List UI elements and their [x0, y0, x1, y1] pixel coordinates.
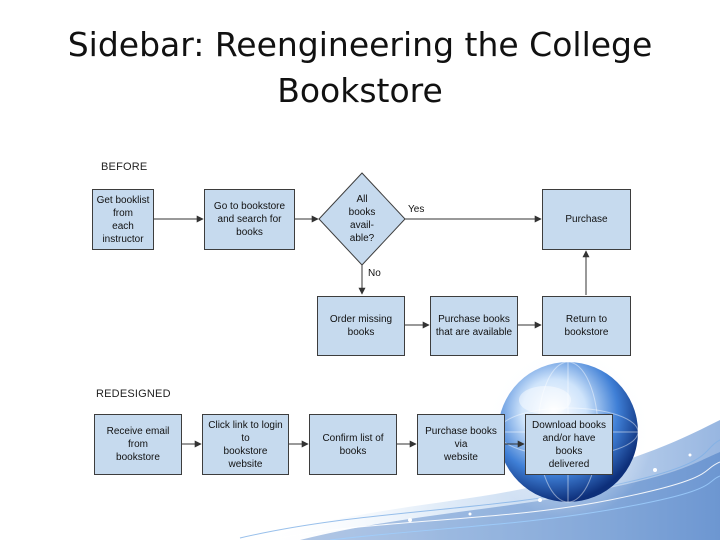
purchase-box: Purchase: [542, 189, 631, 250]
receive-email-box: Receive email from bookstore: [94, 414, 182, 475]
purchase-available-line-1: Purchase books: [438, 314, 510, 325]
receive-email-line-2: bookstore: [116, 452, 160, 463]
slide-title: Sidebar: Reengineering the College Books…: [0, 22, 720, 114]
order-missing-line-2: books: [347, 327, 375, 338]
return-to-bookstore-line-2: bookstore: [564, 327, 609, 338]
click-link-box: Click link to login to bookstore website: [202, 414, 289, 475]
return-to-bookstore-line-1: Return to: [565, 314, 608, 325]
redesigned-label: REDESIGNED: [96, 388, 171, 400]
decision-line-4: able?: [349, 233, 375, 244]
go-to-bookstore-box: Go to bookstore and search for books: [204, 189, 295, 250]
confirm-list-box: Confirm list of books: [309, 414, 397, 475]
go-to-bookstore-line-3: books: [236, 227, 263, 238]
slide-title-line-2: Bookstore: [277, 71, 443, 110]
go-to-bookstore-line-1: Go to bookstore: [213, 201, 286, 212]
no-label: No: [368, 268, 381, 279]
purchase-available-line-2: that are available: [435, 327, 513, 338]
click-link-line-2: bookstore website: [223, 445, 268, 470]
get-booklist-line-1: Get booklist from: [96, 194, 150, 219]
get-booklist-box: Get booklist from each instructor: [92, 189, 154, 250]
decision-line-3: avail-: [350, 220, 374, 231]
purchase-via-website-line-2: website: [444, 452, 478, 463]
yes-label: Yes: [408, 204, 425, 215]
download-books-line-3: delivered: [548, 458, 590, 470]
slide-title-line-1: Sidebar: Reengineering the College: [67, 25, 653, 64]
order-missing-line-1: Order missing: [329, 314, 393, 325]
decision-text: All books avail- able?: [337, 193, 387, 245]
get-booklist-line-2: each instructor: [102, 220, 144, 245]
confirm-list-line-1: Confirm list of: [322, 432, 384, 444]
purchase-via-website-line-1: Purchase books via: [425, 426, 497, 450]
confirm-list-line-2: books: [339, 445, 367, 457]
receive-email-line-1: Receive email from: [106, 426, 170, 450]
download-books-box: Download books and/or have books deliver…: [525, 414, 613, 475]
go-to-bookstore-line-2: and search for: [217, 214, 282, 225]
purchase-label: Purchase: [565, 214, 608, 225]
decision-line-2: books: [348, 207, 376, 218]
download-books-line-1: Download books: [532, 419, 606, 431]
purchase-available-box: Purchase books that are available: [430, 296, 518, 356]
purchase-via-website-box: Purchase books via website: [417, 414, 505, 475]
click-link-line-1: Click link to login to: [208, 419, 283, 444]
order-missing-box: Order missing books: [317, 296, 405, 356]
return-to-bookstore-box: Return to bookstore: [542, 296, 631, 356]
decision-line-1: All: [356, 194, 368, 205]
before-label: BEFORE: [101, 161, 148, 173]
download-books-line-2: and/or have books: [542, 432, 596, 457]
